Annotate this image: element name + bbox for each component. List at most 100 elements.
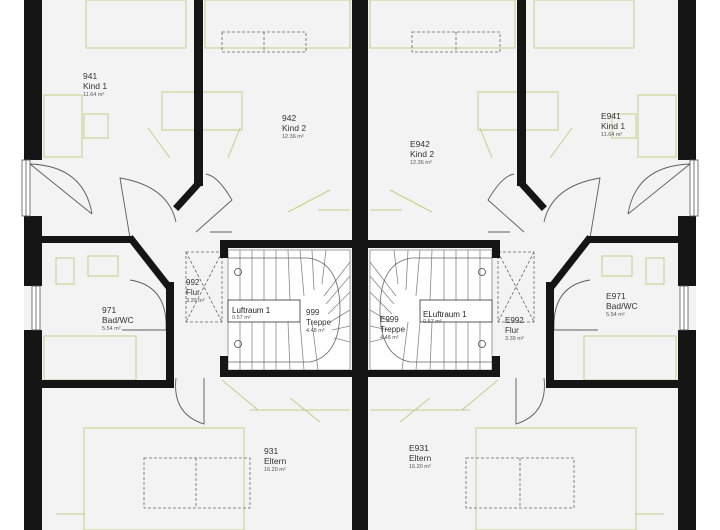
- room-name: Eltern: [264, 456, 287, 467]
- room-name: Treppe: [306, 317, 332, 327]
- room-number: 931: [264, 446, 279, 456]
- outer-wall-left-top: [24, 0, 42, 160]
- room-name: Treppe: [380, 324, 406, 334]
- room-area: 3.39 m²: [505, 336, 524, 343]
- room-label-e999: E999 Treppe 4.48 m²: [380, 315, 405, 342]
- room-name: Flur: [505, 325, 519, 335]
- room-number: E931: [409, 443, 429, 453]
- door-flur: [119, 177, 177, 239]
- flur-cabinet: [497, 251, 535, 323]
- counter-line: [221, 379, 259, 411]
- door-kind2: [195, 173, 233, 233]
- room-area: 11.64 m²: [83, 92, 105, 99]
- furniture-left-unit: [43, 0, 351, 530]
- wall-kind-divider: [194, 0, 203, 186]
- staircase-right: [369, 249, 493, 371]
- room-name: Kind 2: [282, 123, 307, 134]
- door-eltern: [175, 377, 205, 425]
- sink-bad: [55, 257, 75, 285]
- stair-wall-top: [226, 240, 352, 248]
- room-number: E971: [606, 291, 626, 301]
- angled-walls: [127, 179, 593, 291]
- room-number: E999: [380, 315, 399, 324]
- door-kind1: [29, 163, 93, 215]
- outer-wall-left-mid: [24, 216, 42, 286]
- basin-bad: [87, 255, 119, 277]
- room-number: E942: [410, 139, 430, 149]
- room-number: 999: [306, 308, 320, 317]
- outer-wall-right-bot: [678, 330, 696, 530]
- desk-kind1: [43, 94, 83, 158]
- flur-cabinet: [185, 251, 223, 323]
- room-area: 3.39 m²: [186, 298, 205, 305]
- chair-kind1: [83, 113, 109, 139]
- walls: [24, 0, 696, 530]
- room-area: 12.36 m²: [410, 160, 432, 167]
- void-area: 0.57 m²: [232, 315, 251, 321]
- door-swings-right: [487, 163, 691, 425]
- void-name: ELuftraum 1: [423, 310, 467, 319]
- wall-bath-top: [42, 236, 132, 243]
- stair-wall-top: [368, 240, 494, 248]
- bed-kind2: [204, 0, 351, 49]
- outer-wall-right-mid: [678, 216, 696, 286]
- windows: [21, 159, 699, 331]
- staircase-left: [227, 249, 351, 371]
- room-label-e942: E942 Kind 2 12.36 m²: [410, 139, 434, 167]
- room-label-992: 992 Flur 3.39 m²: [186, 278, 205, 305]
- room-area: 16.20 m²: [264, 467, 286, 474]
- wall-bath-bottom: [42, 380, 174, 388]
- party-wall: [352, 0, 368, 530]
- stair-wall-bottom: [368, 370, 500, 377]
- chest-top: [411, 31, 501, 53]
- wall-bath-side: [166, 282, 174, 388]
- room-name: Kind 2: [410, 149, 435, 160]
- void-name: Luftraum 1: [232, 306, 271, 315]
- bed-kind1: [85, 0, 187, 49]
- shelf-line: [227, 127, 241, 159]
- nightstand-pair: [143, 457, 251, 509]
- room-area: 12.36 m²: [282, 134, 304, 141]
- wall-kind-divider: [517, 0, 526, 186]
- room-name: Eltern: [409, 453, 432, 464]
- nightstand-pair: [465, 457, 575, 509]
- room-number: 992: [186, 278, 200, 287]
- counter-line: [287, 189, 331, 213]
- room-area: 5.54 m²: [102, 326, 121, 333]
- bed-eltern: [83, 427, 245, 530]
- room-area: 4.48 m²: [306, 328, 325, 335]
- room-area: 16.20 m²: [409, 464, 431, 471]
- room-name: Kind 1: [601, 121, 626, 132]
- room-number: 942: [282, 113, 297, 123]
- room-number: 971: [102, 305, 117, 315]
- void-area: 0.57 m²: [423, 319, 442, 325]
- door-swings-left: [29, 163, 233, 425]
- outer-wall-left-bot: [24, 330, 42, 530]
- room-label-e941: E941 Kind 1 11.64 m²: [601, 111, 625, 139]
- room-area: 5.54 m²: [606, 312, 625, 319]
- wall-bath-bottom: [546, 380, 678, 388]
- room-label-942: 942 Kind 2 12.36 m²: [282, 113, 306, 141]
- room-number: E992: [505, 316, 524, 325]
- room-label-941: 941 Kind 1 11.64 m²: [83, 71, 107, 99]
- shelf-line: [147, 127, 171, 159]
- void-label-eluftraum-1: ELuftraum 1 0.57 m²: [423, 310, 467, 325]
- room-name: Bad/WC: [606, 301, 638, 312]
- dashed-fixtures: [143, 31, 575, 509]
- room-area: 4.48 m²: [380, 335, 399, 342]
- room-label-e931: E931 Eltern 16.20 m²: [409, 443, 431, 471]
- room-label-e992: E992 Flur 3.39 m²: [505, 316, 524, 343]
- room-label-971: 971 Bad/WC 5.54 m²: [102, 305, 134, 333]
- room-name: Bad/WC: [102, 315, 134, 326]
- outer-wall-right-top: [678, 0, 696, 160]
- room-area: 11.64 m²: [601, 132, 623, 139]
- room-label-e971: E971 Bad/WC 5.54 m²: [606, 291, 638, 319]
- room-label-999: 999 Treppe 4.48 m²: [306, 308, 331, 335]
- wall-bath-side: [546, 282, 554, 388]
- room-label-931: 931 Eltern 16.20 m²: [264, 446, 286, 474]
- room-number: E941: [601, 111, 621, 121]
- wall-bath-top: [588, 236, 678, 243]
- room-name: Flur: [186, 287, 200, 297]
- room-name: Kind 1: [83, 81, 108, 92]
